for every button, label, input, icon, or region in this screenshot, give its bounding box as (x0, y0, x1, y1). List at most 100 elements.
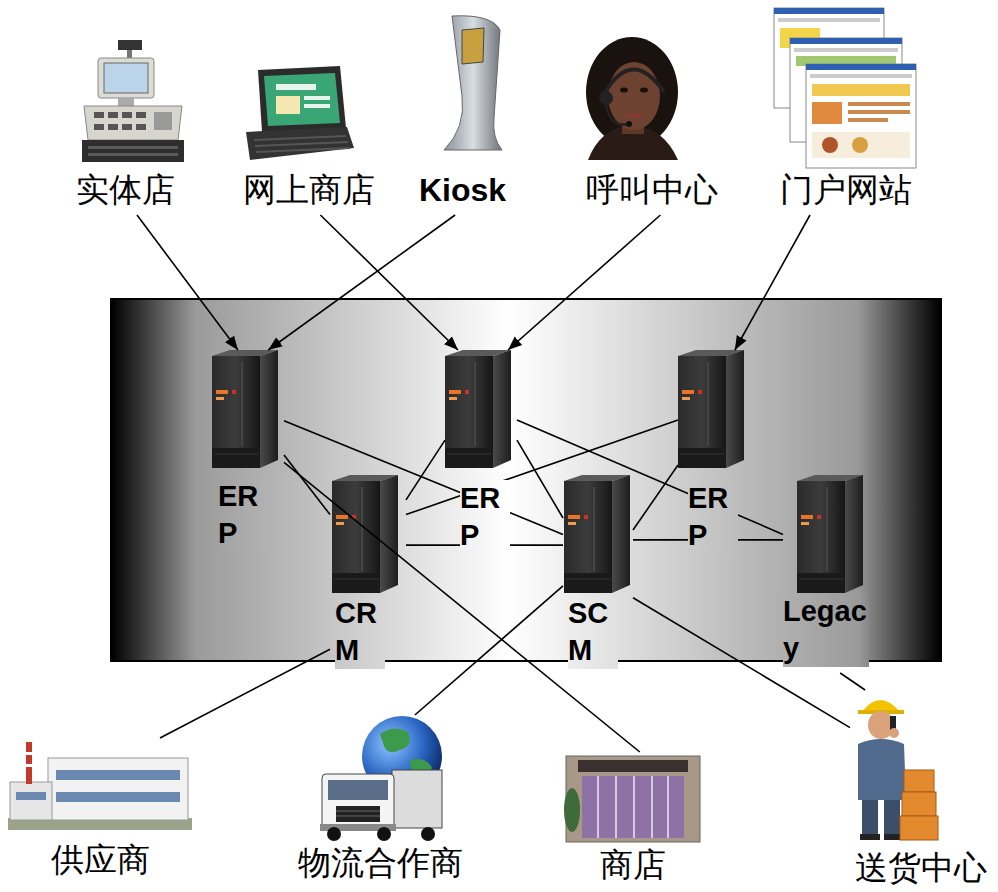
call-agent-icon-part (626, 114, 642, 117)
pos-register-icon-part (122, 112, 132, 118)
channel-node: 呼叫中心 (582, 35, 722, 215)
factory-icon-part (48, 758, 188, 820)
server-node: SCM (563, 475, 633, 673)
portal-pages-icon-part (852, 137, 868, 153)
server-node: ERP (445, 350, 517, 558)
kiosk-icon (444, 16, 502, 150)
link-line (284, 421, 563, 535)
link-line (415, 586, 563, 715)
channel-node: 物流合作商 (290, 715, 470, 888)
server-icons-part (678, 350, 744, 468)
server-label: Legacy (783, 593, 869, 667)
delivery-worker-icon-part (902, 792, 936, 816)
logistics-icon-part (328, 780, 388, 800)
channel-label: 呼叫中心 (582, 170, 722, 210)
logistics-icon-part (322, 774, 394, 830)
portal-pages-icon-part (848, 110, 910, 114)
portal-pages-icon-part (806, 64, 916, 70)
factory-icon (8, 742, 192, 830)
delivery-worker-icon-part (884, 800, 900, 836)
factory-icon-part (26, 742, 32, 784)
portal-pages-icon-part (778, 18, 880, 22)
pos-register-icon-part (94, 124, 104, 130)
pos-register-icon-part (136, 112, 146, 118)
factory-icon-part (26, 764, 32, 767)
channel-label: 送货中心 (850, 848, 992, 888)
channel-node: 门户网站 (773, 5, 918, 215)
portal-pages-icon-part (774, 8, 884, 14)
shopfront-icon-part (564, 788, 580, 832)
kiosk-icon-part (462, 28, 484, 64)
pos-register-icon-part (98, 58, 154, 98)
server-icons-part (332, 475, 398, 593)
portal-pages-icon-part (822, 137, 838, 153)
laptop-icon-part (276, 84, 316, 90)
shopfront-icon-part (615, 776, 617, 838)
factory-icon-part (16, 792, 46, 800)
shopfront-icon-part (633, 776, 635, 838)
pos-register-icon-part (84, 106, 182, 140)
server-node: ERP (212, 350, 284, 558)
server-label: CRM (335, 595, 385, 669)
logistics-icon-part (380, 728, 410, 752)
channel-node: 商店 (560, 752, 705, 888)
logistics-icon-part (327, 827, 341, 841)
portal-pages-icon (774, 8, 916, 168)
delivery-worker-icon-part (900, 816, 938, 840)
channel-label: 门户网站 (773, 170, 918, 210)
shopfront-icon-part (651, 776, 653, 838)
shopfront-icon-part (566, 756, 700, 842)
server-label: ERP (688, 480, 738, 554)
pos-register-icon-part (127, 50, 132, 58)
call-agent-icon-part (586, 37, 678, 147)
delivery-worker-icon-part (862, 800, 878, 836)
pos-register-icon-part (108, 124, 118, 130)
logistics-icon-part (336, 806, 380, 822)
link-line (284, 455, 330, 515)
logistics-icon (320, 716, 442, 841)
channel-label: 实体店 (65, 170, 185, 210)
logistics-icon-part (377, 827, 391, 841)
pos-register-icon-part (108, 112, 118, 118)
server-node: CRM (330, 475, 406, 673)
laptop-icon-part (256, 148, 350, 152)
call-agent-icon-part (620, 88, 628, 93)
shopfront-icon-part (578, 760, 688, 772)
laptop-icon (246, 66, 354, 160)
flow-arrow (320, 215, 458, 350)
link-line (284, 462, 640, 752)
delivery-worker-icon-part (889, 728, 899, 738)
flow-arrow (508, 215, 660, 350)
server-node: Legacy (783, 475, 871, 673)
shopfront-icon (564, 756, 700, 842)
server-label: ERP (460, 480, 510, 554)
link-line (517, 420, 783, 535)
laptop-icon-part (304, 96, 330, 100)
link-line (517, 440, 563, 518)
delivery-worker-icon-part (860, 834, 880, 840)
pos-register-icon-part (104, 63, 148, 93)
laptop-icon-part (276, 96, 300, 114)
link-line (633, 465, 678, 530)
delivery-worker-icon-part (858, 739, 906, 800)
pos-register-icon-part (94, 112, 104, 118)
factory-icon-part (26, 752, 32, 755)
link-line (160, 649, 330, 738)
server-icons (212, 350, 863, 593)
portal-pages-icon-part (794, 48, 898, 52)
call-agent-icon-part (606, 104, 628, 125)
channel-label: 供应商 (5, 840, 195, 880)
laptop-icon-part (246, 127, 354, 160)
link-line (406, 440, 445, 500)
channel-node: 实体店 (65, 35, 185, 215)
portal-pages-icon-part (812, 84, 910, 96)
portal-pages-icon-part (812, 102, 842, 124)
pos-register-icon-part (118, 40, 142, 50)
pos-register-icon-part (82, 140, 184, 162)
link-line (406, 420, 678, 515)
channel-label: 商店 (560, 845, 705, 885)
factory-icon-part (10, 782, 52, 820)
server-icons-part (445, 350, 511, 468)
portal-pages-icon-part (810, 74, 912, 78)
link-line (840, 673, 865, 690)
